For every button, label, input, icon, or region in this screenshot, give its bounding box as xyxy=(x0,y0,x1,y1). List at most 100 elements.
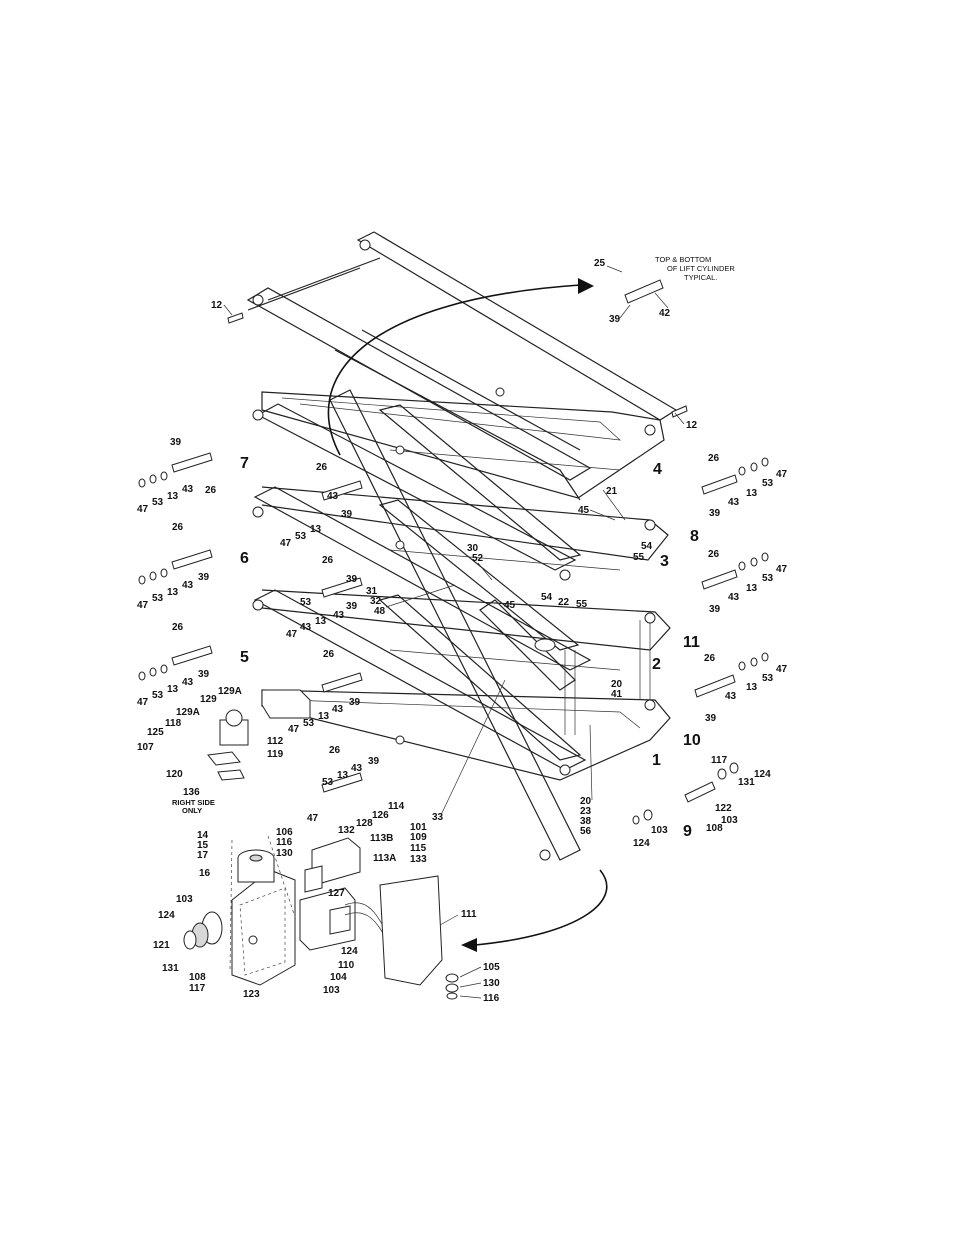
callout: 47 xyxy=(776,469,788,480)
callout: 126 xyxy=(372,810,389,821)
note-line-2: OF LIFT CYLINDER xyxy=(667,264,735,273)
callout: 47 xyxy=(137,504,149,515)
callout: 33 xyxy=(432,812,444,823)
callout: 26 xyxy=(172,622,184,633)
callout: 103 xyxy=(176,894,193,905)
callout: 12 xyxy=(211,300,223,311)
assembly-numbers: 7 6 5 4 8 3 11 2 10 1 9 xyxy=(240,455,701,840)
callout: 124 xyxy=(158,910,175,921)
callout: 16 xyxy=(199,868,211,879)
callout: 103 xyxy=(721,815,738,826)
callout: 56 xyxy=(580,826,592,837)
callout: 53 xyxy=(152,593,164,604)
callout: 13 xyxy=(167,587,179,598)
callout: 45 xyxy=(578,505,590,516)
callout: 42 xyxy=(659,308,671,319)
callout: 26 xyxy=(322,555,334,566)
assembly-number: 5 xyxy=(240,649,249,666)
callout: 54 xyxy=(641,541,653,552)
callout: 13 xyxy=(318,711,330,722)
callout: 12 xyxy=(686,420,698,431)
callout: 17 xyxy=(197,850,209,861)
callout: 13 xyxy=(167,491,179,502)
callout: 52 xyxy=(472,553,484,564)
callout: 130 xyxy=(276,848,293,859)
callout: 115 xyxy=(410,843,427,854)
callout-arrows xyxy=(327,278,608,952)
assembly-number: 9 xyxy=(683,823,692,840)
callout: 23 xyxy=(580,806,592,817)
callout: 39 xyxy=(349,697,361,708)
note-line-3: TYPICAL. xyxy=(684,273,717,282)
callout: 129A xyxy=(218,686,242,697)
callout: 129A xyxy=(176,707,200,718)
callout: 43 xyxy=(182,580,194,591)
callout: 128 xyxy=(356,818,373,829)
callout: 39 xyxy=(198,572,210,583)
callout: 136 xyxy=(183,787,200,798)
callout: 124 xyxy=(754,769,771,780)
assembly-number: 8 xyxy=(690,528,699,545)
callout: 131 xyxy=(738,777,755,788)
assembly-number: 6 xyxy=(240,550,249,567)
callout: 43 xyxy=(728,592,740,603)
callout: 22 xyxy=(558,597,570,608)
callout: 13 xyxy=(746,488,758,499)
callout: 117 xyxy=(189,983,206,994)
callout: 39 xyxy=(198,669,210,680)
callout: 47 xyxy=(776,664,788,675)
note-line-1: TOP & BOTTOM xyxy=(655,255,711,264)
callout: 132 xyxy=(338,825,355,836)
callout: 120 xyxy=(166,769,183,780)
callout: 13 xyxy=(746,583,758,594)
callout: 133 xyxy=(410,854,427,865)
callout: 111 xyxy=(461,909,477,920)
callout: 26 xyxy=(323,649,335,660)
callout: 39 xyxy=(368,756,380,767)
callout: 32 xyxy=(370,596,382,607)
callout: 43 xyxy=(327,491,339,502)
callout: 104 xyxy=(330,972,347,983)
callout: 47 xyxy=(137,697,149,708)
right-side-line-1: RIGHT SIDE xyxy=(172,798,215,807)
callout: 15 xyxy=(197,840,209,851)
callout: 43 xyxy=(728,497,740,508)
callout: 124 xyxy=(633,838,650,849)
callout: 39 xyxy=(346,574,358,585)
callout: 122 xyxy=(715,803,732,814)
callout: 53 xyxy=(300,597,312,608)
callout: 54 xyxy=(541,592,553,603)
assembly-number: 2 xyxy=(652,656,661,673)
callout: 118 xyxy=(165,718,182,729)
callout: 39 xyxy=(346,601,358,612)
callout: 41 xyxy=(611,689,623,700)
right-side-note: RIGHT SIDE ONLY xyxy=(172,798,215,815)
callout: 125 xyxy=(147,727,164,738)
callout: 13 xyxy=(315,616,327,627)
callout: 14 xyxy=(197,830,209,841)
callout: 43 xyxy=(725,691,737,702)
callout: 26 xyxy=(708,549,720,560)
callout: 53 xyxy=(762,478,774,489)
callout: 13 xyxy=(167,684,179,695)
manifold-detail xyxy=(183,835,459,1000)
callout: 26 xyxy=(704,653,716,664)
callout: 53 xyxy=(762,673,774,684)
callout: 43 xyxy=(182,677,194,688)
callout: 112 xyxy=(267,736,284,747)
assembly-number: 7 xyxy=(240,455,249,472)
callout: 124 xyxy=(341,946,358,957)
assembly-number: 10 xyxy=(683,732,701,749)
cylinder-note: TOP & BOTTOM OF LIFT CYLINDER TYPICAL. xyxy=(655,255,735,282)
callout: 20 xyxy=(611,679,623,690)
scissor-frame xyxy=(207,231,678,861)
callout: 55 xyxy=(633,552,645,563)
callout: 43 xyxy=(182,484,194,495)
callout: 39 xyxy=(609,314,621,325)
callout: 43 xyxy=(300,622,312,633)
callout: 38 xyxy=(580,816,592,827)
callout: 39 xyxy=(705,713,717,724)
callout: 25 xyxy=(594,258,606,269)
callout: 13 xyxy=(310,524,322,535)
